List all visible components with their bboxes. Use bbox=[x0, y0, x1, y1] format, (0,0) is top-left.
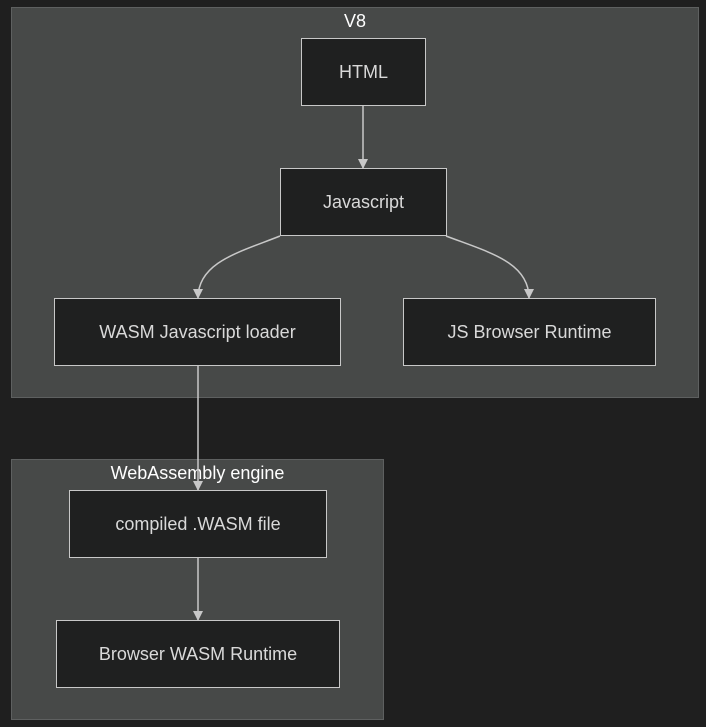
node-javascript[interactable]: Javascript bbox=[280, 168, 447, 236]
cluster-v8-title: V8 bbox=[343, 11, 367, 31]
node-wasm-javascript-loader[interactable]: WASM Javascript loader bbox=[54, 298, 341, 366]
node-compiled-wasm-file[interactable]: compiled .WASM file bbox=[69, 490, 327, 558]
node-html[interactable]: HTML bbox=[301, 38, 426, 106]
node-js-browser-runtime[interactable]: JS Browser Runtime bbox=[403, 298, 656, 366]
cluster-webassembly-engine-title: WebAssembly engine bbox=[110, 463, 285, 483]
node-browser-wasm-runtime[interactable]: Browser WASM Runtime bbox=[56, 620, 340, 688]
